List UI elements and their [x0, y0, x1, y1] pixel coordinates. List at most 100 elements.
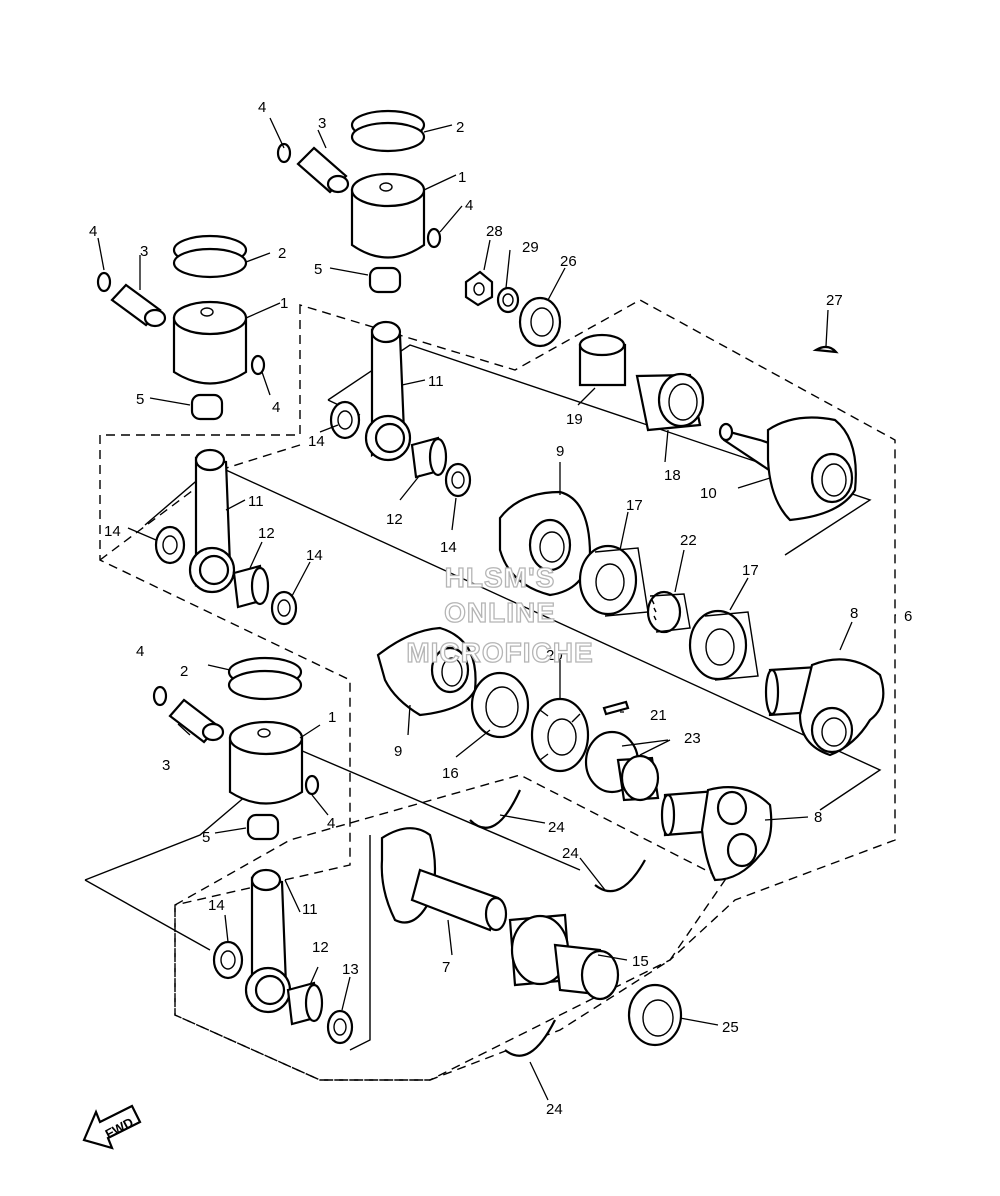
callout-9: 9: [394, 743, 402, 760]
thrust-washer-icon: [444, 462, 472, 498]
needle-bearing-icon: [190, 393, 224, 421]
piston-group-left: [96, 234, 266, 421]
callout-16: 16: [442, 765, 459, 782]
piston-group-top: [276, 109, 442, 294]
nut-icon: [464, 270, 494, 307]
callout-7: 7: [442, 959, 450, 976]
callout-4: 4: [89, 223, 97, 240]
callout-4: 4: [327, 815, 335, 832]
watermark-line-1: HLSM'S: [445, 562, 556, 593]
callout-14: 14: [104, 523, 121, 540]
callout-15: 15: [632, 953, 649, 970]
crank-half-8-lower: [660, 786, 773, 882]
callout-20: 20: [546, 647, 563, 664]
callout-8: 8: [850, 605, 858, 622]
callout-6: 6: [904, 608, 912, 625]
bearing-18: [635, 372, 705, 432]
callout-2: 2: [180, 663, 188, 680]
callout-29: 29: [522, 239, 539, 256]
circlip-icon: [96, 271, 112, 293]
bracket-line-middle: [144, 464, 882, 811]
callout-14: 14: [308, 433, 325, 450]
callout-labels: 4 3 2 1 4 5 4 3 2 1 4 5 2 8 29 26 27 11 1…: [89, 99, 912, 1118]
oil-seal-icon: [518, 296, 562, 348]
gear-20: [530, 697, 590, 773]
callout-9: 9: [556, 443, 564, 460]
piston-ring-icon: [227, 669, 303, 701]
bearing-17-b: [688, 609, 759, 681]
piston-group-lower: [152, 656, 320, 841]
callout-8: 8: [814, 809, 822, 826]
callout-10: 10: [700, 485, 717, 502]
callout-19: 19: [566, 411, 583, 428]
thrust-washer-icon: [212, 940, 244, 980]
callout-5: 5: [314, 261, 322, 278]
callout-27: 27: [826, 292, 843, 309]
bracket-line-lower-right: [299, 749, 581, 1051]
bearing-16: [470, 671, 530, 739]
callout-22: 22: [680, 532, 697, 549]
callout-1: 1: [458, 169, 466, 186]
callout-17: 17: [742, 562, 759, 579]
watermark-line-2: ONLINE: [444, 597, 556, 628]
callout-2: 2: [456, 119, 464, 136]
thrust-washer-icon: [326, 1009, 354, 1045]
connecting-rod-lower: [244, 868, 292, 1014]
big-end-bearing-top: [410, 436, 448, 479]
assembly-7-boundary: [174, 774, 727, 1081]
thrust-washer-icon: [329, 400, 361, 440]
callout-24: 24: [562, 845, 579, 862]
callout-1: 1: [328, 709, 336, 726]
circlip-icon: [304, 774, 320, 796]
bearing-17-a: [578, 544, 649, 617]
big-end-bearing-left: [232, 564, 270, 609]
connecting-rod-top: [364, 320, 412, 462]
callout-5: 5: [136, 391, 144, 408]
callout-11: 11: [428, 373, 444, 390]
assembly-6-boundary: [99, 299, 896, 1081]
needle-bearing-icon: [246, 813, 280, 841]
connecting-rod-left: [188, 448, 236, 594]
callout-4: 4: [272, 399, 280, 416]
circlip-icon: [250, 354, 266, 376]
bearing-23: [584, 730, 660, 802]
callout-24: 24: [546, 1101, 563, 1118]
callout-3: 3: [162, 757, 170, 774]
oil-seal-25: [627, 983, 683, 1047]
piston-ring-icon: [350, 121, 426, 153]
thrust-washer-icon: [270, 590, 298, 626]
callout-2: 2: [278, 245, 286, 262]
callout-4: 4: [136, 643, 144, 660]
washer-icon: [496, 286, 520, 314]
callout-12: 12: [312, 939, 329, 956]
crank-wheel-10: [718, 416, 857, 522]
piston-ring-icon: [172, 247, 248, 279]
piston-icon: [172, 316, 248, 385]
callout-3: 3: [140, 243, 148, 260]
fwd-arrow-icon: FWD: [82, 1104, 142, 1150]
circlip-icon: [276, 142, 292, 164]
callout-21: 21: [650, 707, 667, 724]
callout-1: 1: [280, 295, 288, 312]
snap-ring-icon: [469, 789, 522, 829]
callout-13: 13: [342, 961, 359, 978]
crankshaft-7: [380, 827, 508, 932]
watermark-line-3: MICROFICHE: [406, 637, 593, 668]
callout-17: 17: [626, 497, 643, 514]
callout-14: 14: [306, 547, 323, 564]
big-end-bearing-lower: [286, 981, 324, 1026]
thrust-washer-icon: [154, 525, 186, 565]
callout-23: 23: [684, 730, 701, 747]
callout-26: 26: [560, 253, 577, 270]
leader-lines: [97, 117, 896, 1101]
callout-24: 24: [548, 819, 565, 836]
callout-4: 4: [258, 99, 266, 116]
piston-icon: [350, 188, 426, 259]
callout-12: 12: [258, 525, 275, 542]
dowel-pin-icon: [602, 700, 630, 716]
piston-icon: [228, 736, 304, 805]
callout-25: 25: [722, 1019, 739, 1036]
circlip-icon: [426, 227, 442, 249]
watermark: HLSM'S ONLINE MICROFICHE: [406, 561, 594, 668]
